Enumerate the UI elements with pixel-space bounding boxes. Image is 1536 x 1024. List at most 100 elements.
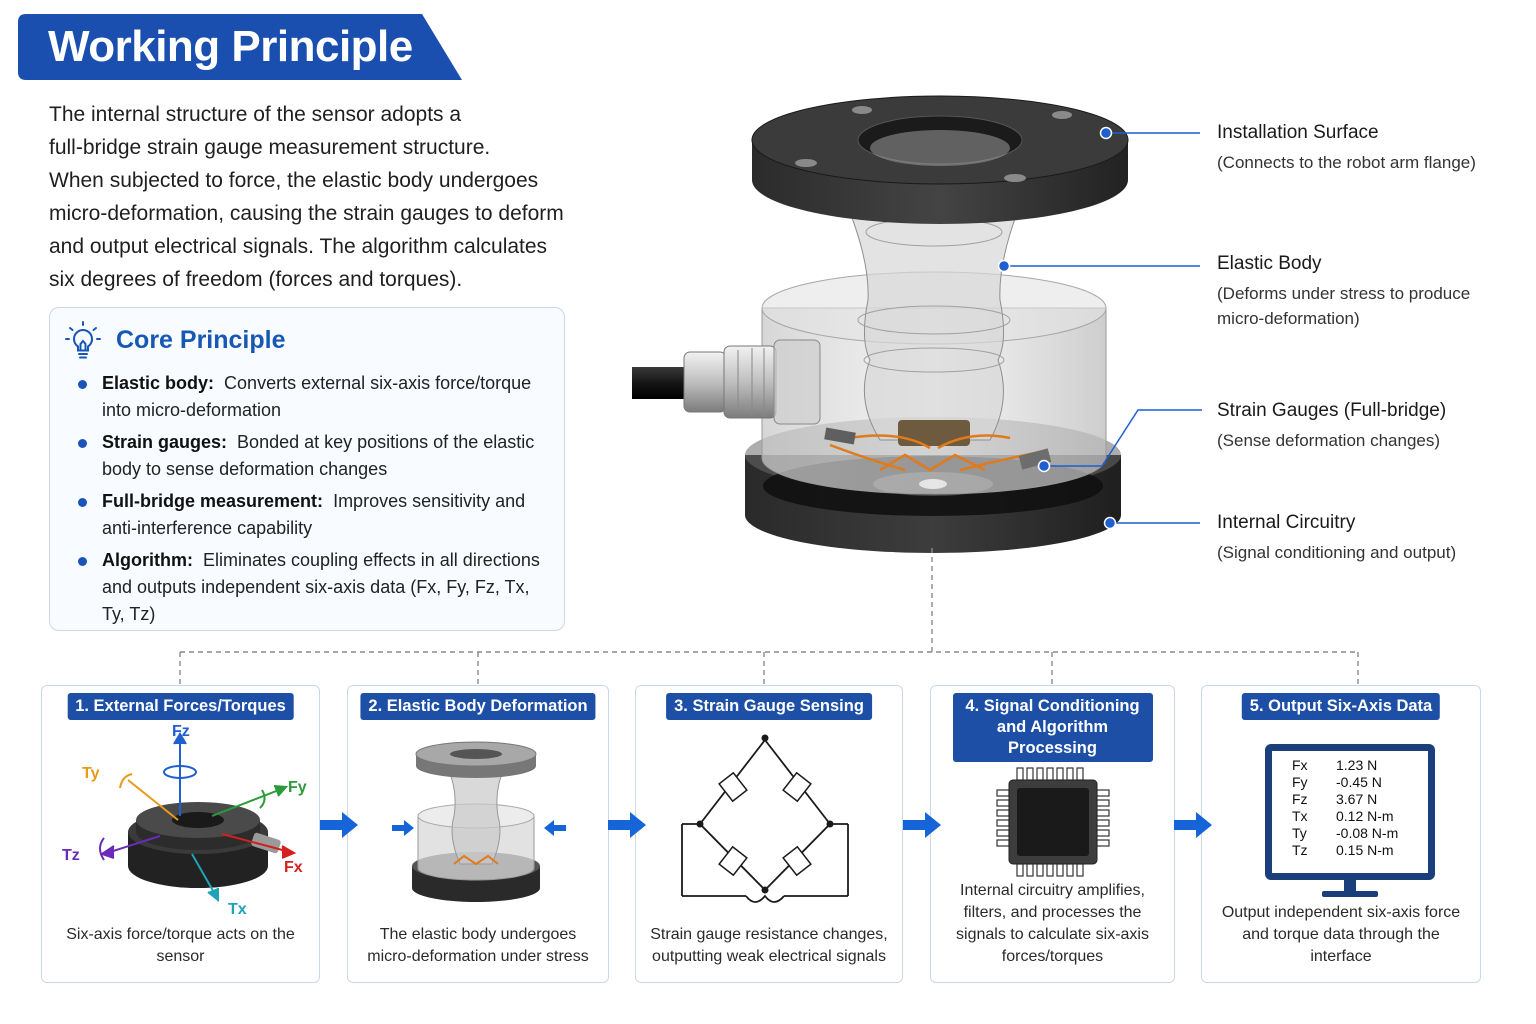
chip-icon [996,767,1110,877]
step-output-data: 5. Output Six-Axis Data Fx 1.23 N Fy -0.45… [1201,685,1481,983]
step-label: 1. External Forces/Torques [67,693,294,720]
flow-arrow-right-icon [320,812,358,838]
callout-desc: (Deforms under stress to produce micro-d… [1217,284,1471,328]
callout-desc: (Sense deformation changes) [1217,431,1441,450]
callout-title: Internal Circuitry [1217,512,1356,533]
output-row: Fx 1.23 N [1292,757,1428,774]
tx-label: Tx [228,901,247,918]
intro-paragraph: The internal structure of the sensor ado… [49,98,589,296]
core-item-algorithm: Algorithm: Eliminates coupling effects i… [78,547,548,628]
callout-desc: (Signal conditioning and output) [1217,543,1457,562]
force-axes-illustration: Fz Fy Fx Tx Ty Tz [62,724,307,918]
output-key: Fy [1292,774,1308,790]
installation-flange [751,95,1129,224]
core-item-text: Bonded at key positions of the elastic b… [102,432,535,479]
output-row: Fy -0.45 N [1292,774,1428,791]
compress-arrow-left [392,820,414,836]
output-key: Tx [1292,808,1308,824]
strain-gauge-circuit [829,434,1041,472]
step-caption: The elastic body undergoes micro-deforma… [367,926,589,965]
callout-installation-surface: Installation Surface (Connects to the ro… [1217,118,1476,175]
core-principle-list: Elastic body: Converts external six-axis… [78,370,548,633]
intro-line: micro-deformation, causing the strain ga… [49,202,564,225]
intro-line: and output electrical signals. The algor… [49,235,548,258]
callout-title: Strain Gauges (Full-bridge) [1217,400,1447,421]
step-caption: Internal circuitry amplifies, filters, a… [956,882,1149,965]
monitor-screen: Fx 1.23 N Fy -0.45 N Fz 3.67 N Tx 0.12 N-m T… [1272,751,1428,873]
step-strain-sensing: 3. Strain Gauge Sensing Strain gauge res… [635,685,903,983]
step-caption: Output independent six-axis force and to… [1221,904,1461,965]
core-principle-panel: Core Principle Elastic body: Converts ex… [49,307,565,631]
tz-axis [99,835,161,861]
output-key: Fz [1292,791,1308,807]
fx-axis [221,833,297,859]
tz-label: Tz [62,847,80,864]
step-external-forces: 1. External Forces/Torques [41,685,320,983]
step-caption: Strain gauge resistance changes, outputt… [650,926,888,965]
output-value: 3.67 N [1336,791,1378,807]
core-principle-title: Core Principle [116,326,286,354]
lightbulb-icon [65,321,101,359]
wheatstone-bridge-diagram [681,734,849,903]
flow-arrow-right-icon [608,812,646,838]
output-key: Fx [1292,757,1308,773]
intro-line: The internal structure of the sensor ado… [49,103,462,126]
fz-axis [163,732,197,816]
output-row: Tz 0.15 N-m [1292,842,1428,859]
cable-connector [632,339,821,425]
page-title: Working Principle [48,22,413,71]
core-item-elastic-body: Elastic body: Converts external six-axis… [78,370,548,424]
callout-dots [997,126,1117,530]
output-key: Tz [1292,842,1308,858]
page-title-banner: Working Principle [18,14,462,80]
flow-arrow-right-icon [1174,812,1212,838]
step-label: 5. Output Six-Axis Data [1241,693,1441,720]
output-row: Tx 0.12 N-m [1292,808,1428,825]
compress-arrow-right [544,820,566,836]
core-item-strain-gauges: Strain gauges: Bonded at key positions o… [78,429,548,483]
callout-title: Elastic Body [1217,253,1322,274]
step-signal-processing: 4. Signal Conditioning and Algorithm Pro… [930,685,1175,983]
step-label: 3. Strain Gauge Sensing [666,693,872,720]
fy-axis [211,785,289,817]
core-item-text: Converts external six-axis force/torque … [102,373,532,420]
sensor-cutaway-diagram [600,95,1358,653]
output-row: Fz 3.67 N [1292,791,1428,808]
step-label: 4. Signal Conditioning and Algorithm Pro… [952,693,1153,762]
ty-axis [119,773,179,821]
fx-label: Fx [284,859,303,876]
callout-strain-gauges: Strain Gauges (Full-bridge) (Sense defor… [1217,396,1446,453]
output-value: 0.15 N-m [1336,842,1394,858]
strain-gauge-pad [824,427,1052,470]
step-drop-lines [179,651,1359,686]
tx-axis [191,853,219,903]
ty-label: Ty [82,765,100,782]
callout-internal-circuitry: Internal Circuitry (Signal conditioning … [1217,508,1456,565]
step-caption: Six-axis force/torque acts on the sensor [66,926,295,965]
process-connector-lines [600,548,1358,653]
core-item-text: Eliminates coupling effects in all direc… [102,550,540,624]
intro-line: When subjected to force, the elastic bod… [49,169,539,192]
output-value: 1.23 N [1336,757,1378,773]
output-value: -0.08 N-m [1336,825,1399,841]
step-elastic-deformation: 2. Elastic Body Deformation The elastic … [347,685,609,983]
step-label: 2. Elastic Body Deformation [360,693,596,720]
intro-line: six degrees of freedom (forces and torqu… [49,268,463,291]
output-value: -0.45 N [1336,774,1382,790]
elastic-body [844,199,1023,446]
output-row: Ty -0.08 N-m [1292,825,1428,842]
callout-desc: (Connects to the robot arm flange) [1217,153,1476,172]
flow-arrow-right-icon [903,812,941,838]
monitor-frame: Fx 1.23 N Fy -0.45 N Fz 3.67 N Tx 0.12 N-m T… [1265,744,1435,880]
title-banner-shape [18,14,462,80]
monitor-stand [1322,879,1378,897]
core-item-term: Algorithm: [102,550,193,570]
core-item-term: Elastic body: [102,373,215,393]
callout-title: Installation Surface [1217,122,1379,143]
core-item-full-bridge: Full-bridge measurement: Improves sensit… [78,488,548,542]
output-value: 0.12 N-m [1336,808,1394,824]
fz-label: Fz [172,724,190,740]
core-item-term: Strain gauges: [102,432,228,452]
callout-elastic-body: Elastic Body (Deforms under stress to pr… [1217,249,1517,331]
output-key: Ty [1292,825,1307,841]
